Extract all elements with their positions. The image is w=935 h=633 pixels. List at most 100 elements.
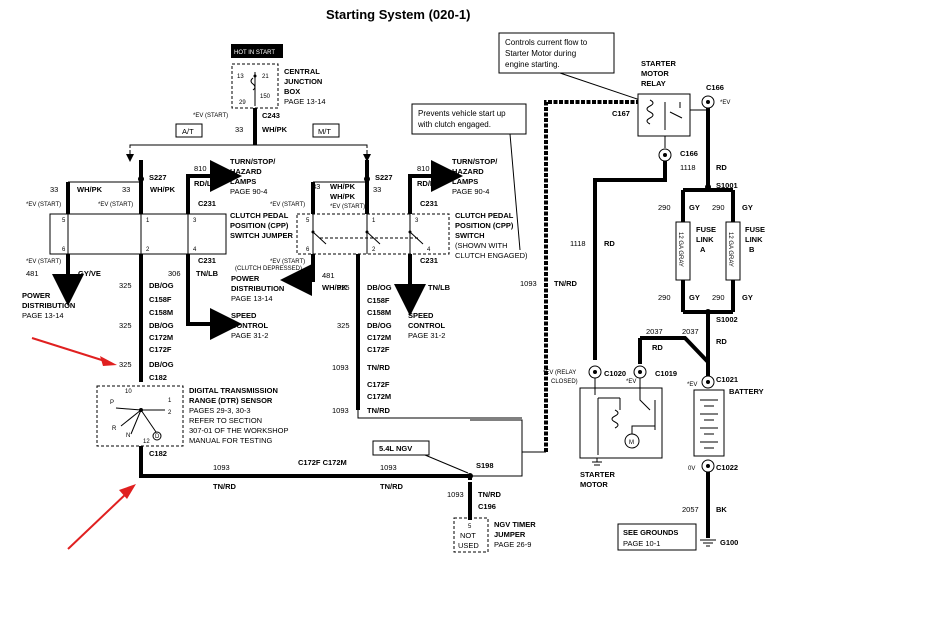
dtr-label: 307-01 OF THE WORKSHOP [189, 426, 288, 435]
relay-label: STARTER [641, 59, 676, 68]
wire-1118-top: 1118 [680, 163, 696, 172]
see-grounds-box [617, 523, 697, 551]
cjb-page: PAGE 13-14 [284, 97, 326, 106]
c1020-label: C1020 [604, 369, 626, 378]
wire-1093-c: 1093 [447, 490, 464, 499]
cpp-pin-6: 6 [306, 247, 310, 253]
power-dist-right: PAGE 13-14 [231, 294, 273, 303]
c231-left-bottom: C231 [198, 256, 216, 265]
wire-325-a: 325 [119, 281, 132, 290]
fuse-b-label: FUSE [745, 225, 765, 234]
hot-in-start-badge [231, 44, 283, 58]
s1002-label: S1002 [716, 315, 738, 324]
g100-label: G100 [720, 538, 738, 547]
wire-325-right2: 325 [337, 321, 350, 330]
ev-relay-closed: CLOSED) [551, 379, 578, 385]
cpp-pin-3: 3 [415, 218, 419, 224]
cpp-switch-label: CLUTCH ENGAGED) [455, 251, 528, 260]
wire-rd-left: RD [604, 239, 615, 248]
wire-whpk-left: WH/PK [77, 185, 103, 194]
turn-hazard-right: TURN/STOP/ [452, 157, 498, 166]
s1001-label: S1001 [716, 181, 738, 190]
speed-control-right: PAGE 31-2 [408, 331, 445, 340]
wire-tnrd-c: TN/RD [478, 490, 501, 499]
fuse-gauge-a: 12 GA GRAY [677, 232, 683, 267]
dtr-pin-2: 2 [168, 410, 172, 416]
c231-right-bottom: C231 [420, 256, 438, 265]
cjb-label: CENTRAL [284, 67, 320, 76]
wire-810-right: 810 [417, 164, 430, 173]
cjb-pin: 13 [237, 74, 244, 80]
note-prevent: Prevents vehicle start up [418, 109, 506, 118]
power-dist-left: DISTRIBUTION [22, 301, 75, 310]
cpp-switch-label: POSITION (CPP) [455, 221, 514, 230]
power-dist-left: PAGE 13-14 [22, 311, 64, 320]
note-prevent-box [411, 103, 527, 135]
ngv-pin-5: 5 [468, 524, 472, 530]
dtr-pin-1: 1 [168, 398, 172, 404]
wire-290-d: 290 [712, 293, 725, 302]
c1019-label: C1019 [655, 369, 677, 378]
fuse-a-label: LINK [696, 235, 714, 244]
ev-start-right2: *EV (START) [330, 204, 365, 210]
see-grounds-label: SEE GROUNDS [623, 528, 678, 537]
dtr-label: MANUAL FOR TESTING [189, 436, 273, 445]
power-dist-left: POWER [22, 291, 51, 300]
c172m-left: C172M [149, 333, 173, 342]
wire-dbog-b: DB/OG [149, 321, 174, 330]
wire-tnrd-right: TN/RD [367, 363, 390, 372]
note-controls: Starter Motor during [505, 49, 576, 58]
dtr-label: RANGE (DTR) SENSOR [189, 396, 273, 405]
ev-c1019: *EV [626, 379, 636, 385]
pin-3: 3 [193, 218, 197, 224]
at-label: A/T [182, 127, 194, 136]
c243-label: C243 [262, 111, 280, 120]
wire-whpk-left2: WH/PK [150, 185, 176, 194]
cpp-pin-1: 1 [372, 218, 376, 224]
wire-33-right: 33 [312, 182, 320, 191]
ev-battery: *EV [687, 382, 697, 388]
wire-dbog-right: DB/OG [367, 283, 392, 292]
cpp-jumper-label: CLUTCH PEDAL [230, 211, 289, 220]
ngv-timer-label: PAGE 26-9 [494, 540, 531, 549]
c158m-right: C158M [367, 308, 391, 317]
wire-290-c: 290 [658, 293, 671, 302]
ev-start-label: *EV (START) [193, 113, 228, 119]
wire-325-c: 325 [119, 360, 132, 369]
wire-gy-c: GY [689, 293, 700, 302]
cpp-switch-label: (SHOWN WITH [455, 241, 508, 250]
wire-whpk: WH/PK [262, 125, 288, 134]
c158m-left: C158M [149, 308, 173, 317]
wire-bk: BK [716, 505, 727, 514]
ev-start-right3: *EV (START) [270, 259, 305, 265]
c231-right-top: C231 [420, 199, 438, 208]
ngv-box [372, 440, 430, 456]
wire-290-b: 290 [712, 203, 725, 212]
c158f-right: C158F [367, 296, 390, 305]
wire-dbog-right2: DB/OG [367, 321, 392, 330]
cjb-pin: 21 [262, 74, 269, 80]
wire-gyve: GY/VE [78, 269, 101, 278]
turn-hazard-right: HAZARD [452, 167, 484, 176]
wire-1118-left: 1118 [570, 239, 586, 248]
wire-rdlg-left: RD/LG [194, 179, 217, 188]
wire-325-right: 325 [337, 283, 350, 292]
relay-label: MOTOR [641, 69, 669, 78]
c172f-right: C172F [367, 345, 390, 354]
ev-start-right: *EV (START) [270, 202, 305, 208]
mt-box [312, 123, 340, 138]
dtr-pin-r: R [112, 426, 117, 432]
wire-1093-right: 1093 [332, 363, 349, 372]
c1022-label: C1022 [716, 463, 738, 472]
turn-hazard-right: PAGE 90-4 [452, 187, 489, 196]
red-arrow-head-upper [100, 356, 117, 366]
fuse-b-label: B [749, 245, 755, 254]
speed-control-right: CONTROL [408, 321, 445, 330]
wire-tnrd-long: TN/RD [554, 279, 577, 288]
dtr-sensor-box [96, 385, 184, 447]
s227-left: S227 [149, 173, 167, 182]
wire-rd-top: RD [716, 163, 727, 172]
fuse-a-label: FUSE [696, 225, 716, 234]
speed-control-left: CONTROL [231, 321, 268, 330]
pin-6: 6 [62, 247, 66, 253]
